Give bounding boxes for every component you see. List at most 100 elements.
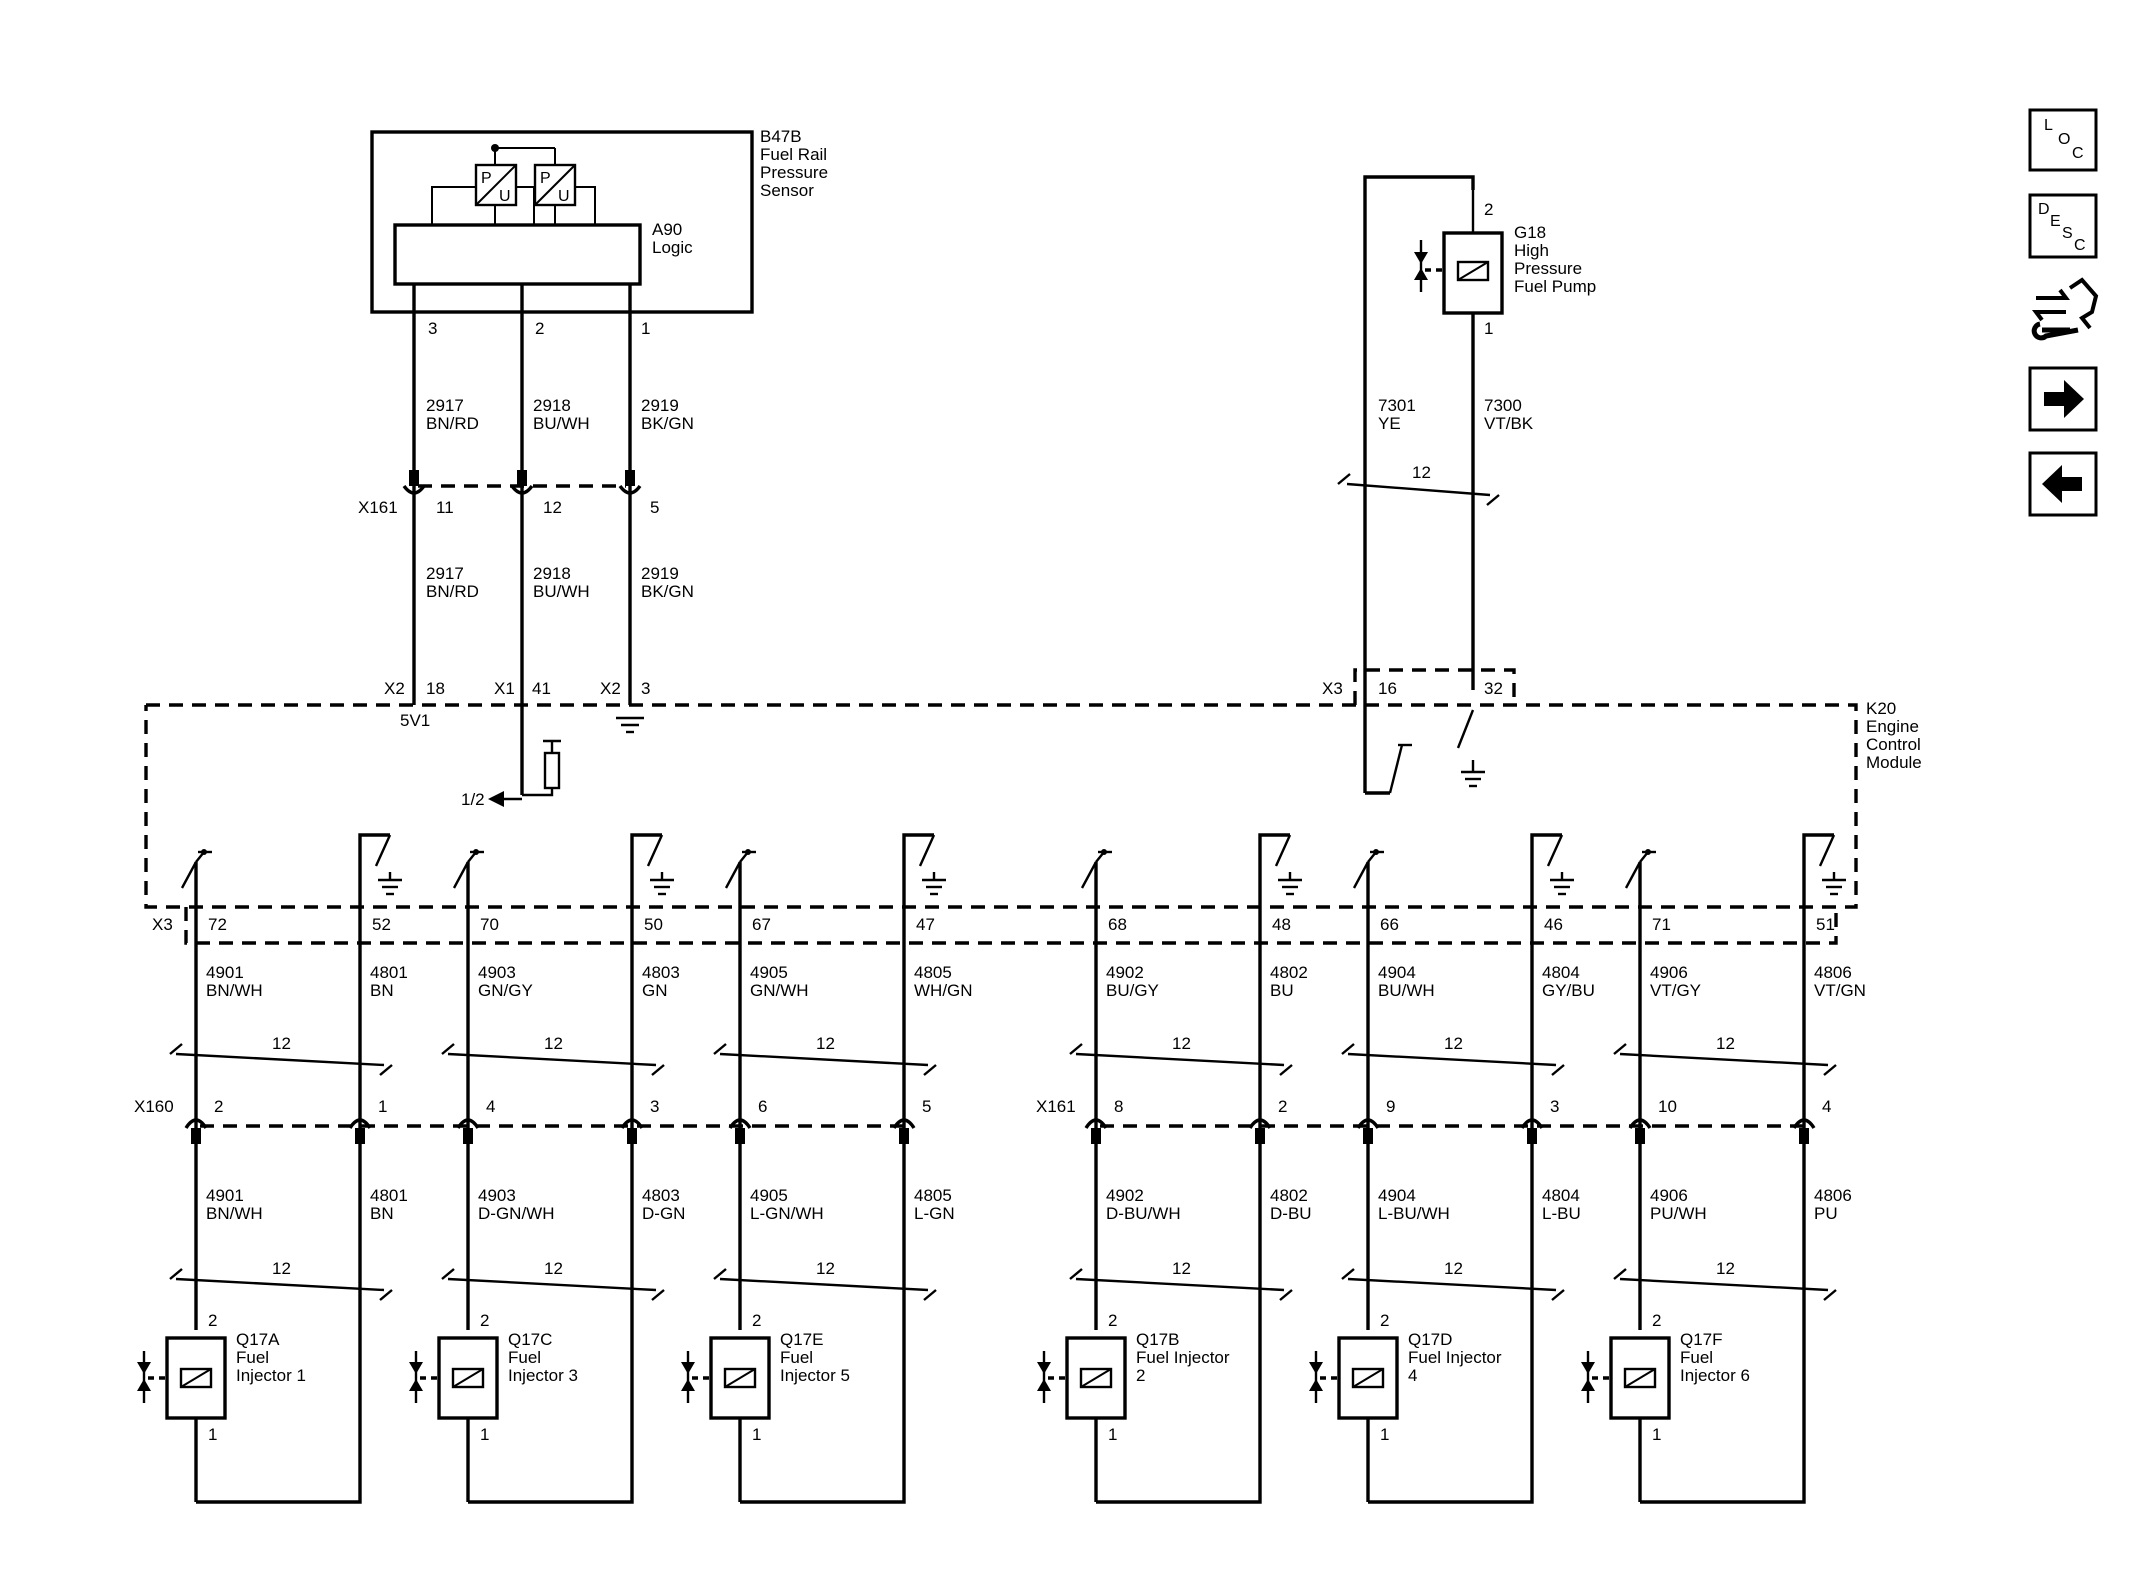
wire-2918-lower-color: BU/WH [533, 582, 590, 601]
inline-pin-a: 10 [1658, 1097, 1677, 1116]
injector-name-line-2: Injector 1 [236, 1366, 306, 1385]
ecm-x3-label: X3 [152, 915, 173, 934]
injector-pin-1: 1 [1380, 1425, 1389, 1444]
injector-pin-2: 2 [1380, 1311, 1389, 1330]
lower-wire-b-color: L-GN [914, 1204, 955, 1223]
x161-upper-label: X161 [358, 498, 398, 517]
injector-pin-2: 2 [480, 1311, 489, 1330]
pump-twist-label: 12 [1412, 463, 1431, 482]
svg-text:D: D [2038, 201, 2050, 218]
x161-upper-pin-11-label: 11 [436, 498, 454, 517]
upper-wire-a-color: BU/WH [1378, 981, 1435, 1000]
ecm-x3-pump-connector-dash [1353, 668, 1516, 705]
upper-wire-b-color: WH/GN [914, 981, 973, 1000]
svg-text:C: C [2074, 237, 2086, 254]
sensor-name-line-2: Pressure [760, 163, 828, 182]
wire-2919-lower-circuit: 2919 [641, 564, 679, 583]
pressure-transducer-2: P U [533, 163, 577, 207]
back-arrow-icon[interactable] [2028, 451, 2098, 517]
x161-upper-pin-12-label: 12 [543, 498, 562, 517]
twisted-pair-line [1347, 1052, 1557, 1067]
ecm-pin-b: 47 [916, 915, 935, 934]
ecm-pin-b: 51 [1816, 915, 1835, 934]
sensor-name-line-1: Fuel Rail [760, 145, 827, 164]
lower-wire-a-circuit: 4903 [478, 1186, 516, 1205]
svg-text:O: O [2058, 131, 2070, 148]
description-button[interactable]: D E S C [2028, 193, 2098, 259]
lower-wire-b-circuit: 4806 [1814, 1186, 1852, 1205]
twist-label: 12 [544, 1259, 563, 1278]
pump-name-line-3: Fuel Pump [1514, 277, 1596, 296]
wire-2918-upper-circuit: 2918 [533, 396, 571, 415]
lower-wire-a-circuit: 4905 [750, 1186, 788, 1205]
upper-wire-a-color: GN/GY [478, 981, 533, 1000]
injector-name-line-2: Injector 3 [508, 1366, 578, 1385]
injector-ref: Q17E [780, 1330, 823, 1349]
injector-pin-2: 2 [1108, 1311, 1117, 1330]
inline-pin-b: 5 [922, 1097, 931, 1116]
pump-ecm-pin-32: 32 [1484, 679, 1503, 698]
injector-pin-2: 2 [752, 1311, 761, 1330]
injector-ref: Q17C [508, 1330, 552, 1349]
lower-wire-b-circuit: 4803 [642, 1186, 680, 1205]
ecm-name-line-3: Module [1866, 753, 1922, 772]
inline-pin-b: 3 [1550, 1097, 1559, 1116]
ecm-pin-a: 71 [1652, 915, 1671, 934]
ecm-x1-41-conn: X1 [494, 679, 515, 698]
ecm-name-line-1: Engine [1866, 717, 1919, 736]
wire-2917-upper-color: BN/RD [426, 414, 479, 433]
twist-label: 12 [1444, 1259, 1463, 1278]
twist-label: 12 [544, 1034, 563, 1053]
lower-wire-a-color: L-BU/WH [1378, 1204, 1450, 1223]
location-button[interactable]: L O C [2028, 108, 2098, 172]
lower-wire-a-circuit: 4902 [1106, 1186, 1144, 1205]
ecm-pin-b: 50 [644, 915, 663, 934]
injector-actuator-icon [137, 1362, 151, 1374]
connector-repair-icon[interactable] [2031, 277, 2099, 341]
upper-wire-b-circuit: 4802 [1270, 963, 1308, 982]
pullup-resistor-icon [543, 751, 561, 790]
svg-text:U: U [499, 188, 511, 205]
inline-pin-a: 2 [214, 1097, 223, 1116]
injector-ref: Q17D [1408, 1330, 1452, 1349]
injector-name-line-2: 2 [1136, 1366, 1145, 1385]
ecm-ref: K20 [1866, 699, 1896, 718]
lower-wire-a-circuit: 4904 [1378, 1186, 1416, 1205]
injector-name-line-1: Fuel [236, 1348, 269, 1367]
inline-pin-a: 9 [1386, 1097, 1395, 1116]
sensor-name-line-3: Sensor [760, 181, 814, 200]
upper-wire-a-color: BU/GY [1106, 981, 1159, 1000]
upper-wire-b-color: GN [642, 981, 668, 1000]
next-arrow-icon[interactable] [2028, 366, 2098, 432]
twisted-pair-line [719, 1052, 929, 1067]
inline-pin-b: 4 [1822, 1097, 1831, 1116]
lower-wire-b-color: PU [1814, 1204, 1838, 1223]
upper-wire-a-color: VT/GY [1650, 981, 1701, 1000]
upper-wire-a-circuit: 4901 [206, 963, 244, 982]
logic-module-box [393, 223, 642, 286]
svg-text:L: L [2044, 117, 2053, 134]
injector-pin-1: 1 [480, 1425, 489, 1444]
signal-pullup-wire [522, 788, 554, 797]
ecm-x2-3-conn: X2 [600, 679, 621, 698]
ecm-name-line-2: Control [1866, 735, 1921, 754]
wire-2919-upper-color: BK/GN [641, 414, 694, 433]
upper-wire-a-color: BN/WH [206, 981, 263, 1000]
upper-wire-b-color: GY/BU [1542, 981, 1595, 1000]
injector-ref: Q17A [236, 1330, 280, 1349]
lower-wire-a-color: D-GN/WH [478, 1204, 554, 1223]
injector-ref: Q17B [1136, 1330, 1179, 1349]
pump-name-line-1: High [1514, 241, 1549, 260]
sensor-ref: B47B [760, 127, 802, 146]
ecm-x1-41-pin: 41 [532, 679, 551, 698]
wire-2918-lower-circuit: 2918 [533, 564, 571, 583]
logic-label: Logic [652, 238, 693, 257]
wire-7301-circuit: 7301 [1378, 396, 1416, 415]
lower-wire-b-color: L-BU [1542, 1204, 1581, 1223]
svg-text:S: S [2062, 225, 2073, 242]
upper-wire-b-circuit: 4805 [914, 963, 952, 982]
sensor-pin-1: 1 [641, 319, 650, 338]
